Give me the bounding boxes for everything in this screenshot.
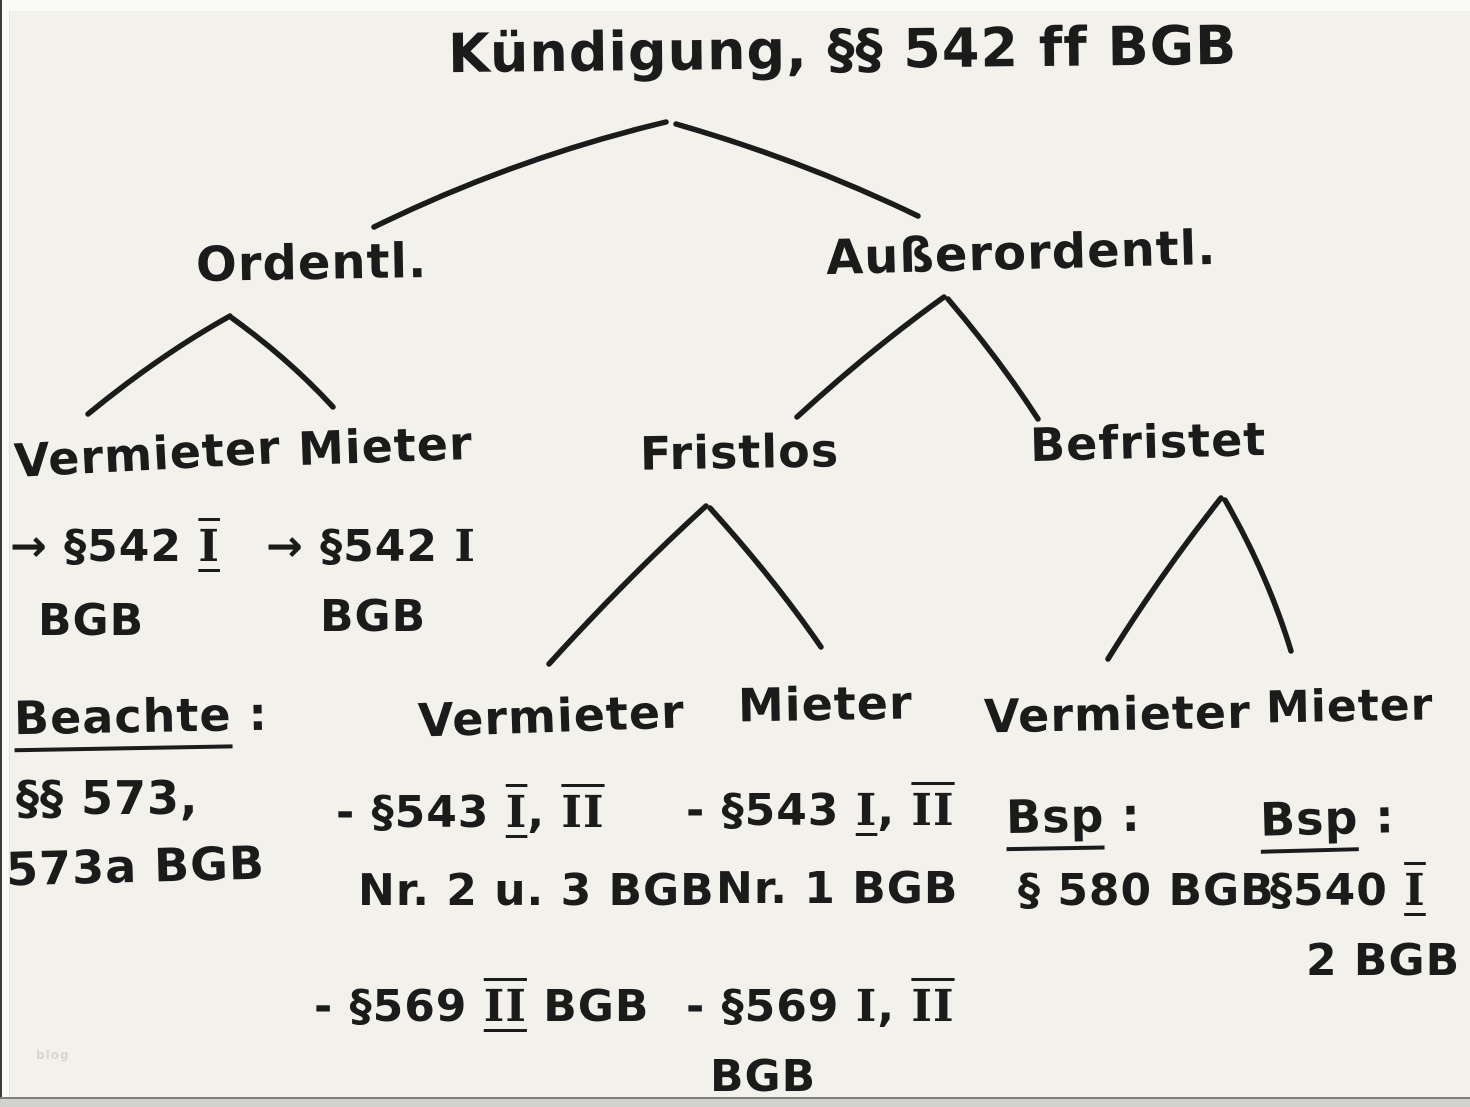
befristet-mieter-bsp-word: Bsp bbox=[1259, 790, 1360, 854]
ref-segment: I bbox=[855, 981, 878, 1032]
befristet-mieter-ref-line1: §540 I bbox=[1270, 865, 1426, 916]
ref-segment: I bbox=[855, 785, 878, 836]
ref-segment: I bbox=[198, 521, 220, 572]
edge-befristet-to-vermieter bbox=[1105, 495, 1224, 662]
scan-bottom-bar bbox=[0, 1097, 1470, 1107]
edge-ordentlich-to-vermieter bbox=[85, 313, 233, 417]
node-befristet-mieter-label: Mieter bbox=[1265, 679, 1434, 734]
edge-root-to-ausserordentlich bbox=[673, 121, 921, 219]
fristlos-mieter-ref-line2: Nr. 1 BGB bbox=[716, 863, 959, 914]
ref-segment: II bbox=[561, 787, 605, 838]
node-ausserordentlich-label: Außerordentl. bbox=[825, 219, 1218, 287]
ref-segment: , bbox=[877, 981, 912, 1032]
node-befristet-label: Befristet bbox=[1029, 411, 1267, 473]
ref-segment: - §569 bbox=[686, 981, 856, 1032]
node-fristlos-label: Fristlos bbox=[639, 423, 840, 481]
ref-segment: I bbox=[505, 787, 528, 838]
fristlos-vermieter-ref-line2: Nr. 2 u. 3 BGB bbox=[358, 865, 715, 916]
node-fristlos-vermieter-label: Vermieter bbox=[417, 684, 686, 748]
befristet-mieter-ref-line2: 2 BGB bbox=[1306, 935, 1461, 986]
befristet-vermieter-bsp: Bsp : bbox=[1005, 787, 1142, 852]
scan-left-faint-line bbox=[9, 0, 10, 1107]
edge-fristlos-to-mieter bbox=[707, 505, 824, 650]
ref-segment: I bbox=[454, 521, 476, 572]
fristlos-mieter-ref-line4: BGB bbox=[710, 1051, 817, 1102]
note-line2: 573a BGB bbox=[5, 835, 266, 897]
befristet-vermieter-bsp-word: Bsp bbox=[1005, 788, 1105, 852]
edge-befristet-to-mieter bbox=[1222, 497, 1294, 654]
fristlos-vermieter-ref-line3: - §569 II BGB bbox=[314, 981, 650, 1032]
node-befristet-vermieter-label: Vermieter bbox=[983, 684, 1252, 744]
befristet-vermieter-ref: § 580 BGB bbox=[1018, 865, 1275, 916]
note-line1: §§ 573, bbox=[16, 771, 199, 825]
ref-segment: II bbox=[911, 785, 955, 836]
ref-segment: II bbox=[911, 981, 955, 1032]
edge-fristlos-to-vermieter bbox=[546, 503, 709, 667]
edge-ordentlich-to-mieter bbox=[229, 315, 336, 410]
ref-segment: → §542 bbox=[266, 521, 455, 572]
watermark-text: blog bbox=[36, 1048, 70, 1062]
befristet-vermieter-bsp-colon: : bbox=[1103, 787, 1142, 843]
ordentlich-mieter-ref-line2: BGB bbox=[320, 591, 427, 642]
ref-segment: BGB bbox=[526, 981, 650, 1032]
befristet-mieter-bsp-colon: : bbox=[1357, 789, 1396, 845]
ref-segment: - §543 bbox=[336, 787, 506, 838]
edge-ausserordentlich-to-fristlos bbox=[794, 294, 947, 420]
node-ordentlich-vermieter-label: Vermieter bbox=[12, 420, 282, 488]
ordentlich-vermieter-ref-line2: BGB bbox=[38, 595, 145, 646]
fristlos-mieter-ref-line1: - §543 I, II bbox=[686, 785, 955, 836]
note-heading-colon: : bbox=[231, 686, 269, 742]
ordentlich-mieter-ref-line1: → §542 I bbox=[266, 521, 476, 572]
node-ordentlich-label: Ordentl. bbox=[195, 232, 428, 294]
befristet-mieter-bsp: Bsp : bbox=[1259, 789, 1396, 854]
note-heading: Beachte : bbox=[13, 686, 269, 753]
scan-left-border-strip bbox=[2, 0, 9, 1107]
node-fristlos-mieter-label: Mieter bbox=[737, 675, 914, 733]
ref-segment: , bbox=[877, 785, 912, 836]
fristlos-vermieter-ref-line1: - §543 I, II bbox=[336, 787, 605, 838]
scan-left-border-line bbox=[0, 0, 2, 1107]
ref-segment: → §542 bbox=[10, 521, 199, 572]
ref-segment: - §569 bbox=[314, 981, 484, 1032]
edge-ausserordentlich-to-befristet bbox=[945, 296, 1041, 422]
ref-segment: II bbox=[483, 981, 527, 1032]
ref-segment: , bbox=[527, 787, 562, 838]
ref-segment: I bbox=[1404, 865, 1426, 916]
ref-segment: §540 bbox=[1270, 865, 1405, 916]
ref-segment: - §543 bbox=[686, 785, 856, 836]
node-ordentlich-mieter-label: Mieter bbox=[297, 415, 474, 477]
ordentlich-vermieter-ref-line1: → §542 I bbox=[10, 521, 220, 572]
note-heading-word: Beachte bbox=[13, 687, 233, 753]
diagram-title: Kündigung, §§ 542 ff BGB bbox=[447, 13, 1238, 86]
scan-top-border-strip bbox=[9, 0, 1470, 11]
edge-root-to-ordentlich bbox=[371, 119, 669, 230]
fristlos-mieter-ref-line3: - §569 I, II bbox=[686, 981, 955, 1032]
